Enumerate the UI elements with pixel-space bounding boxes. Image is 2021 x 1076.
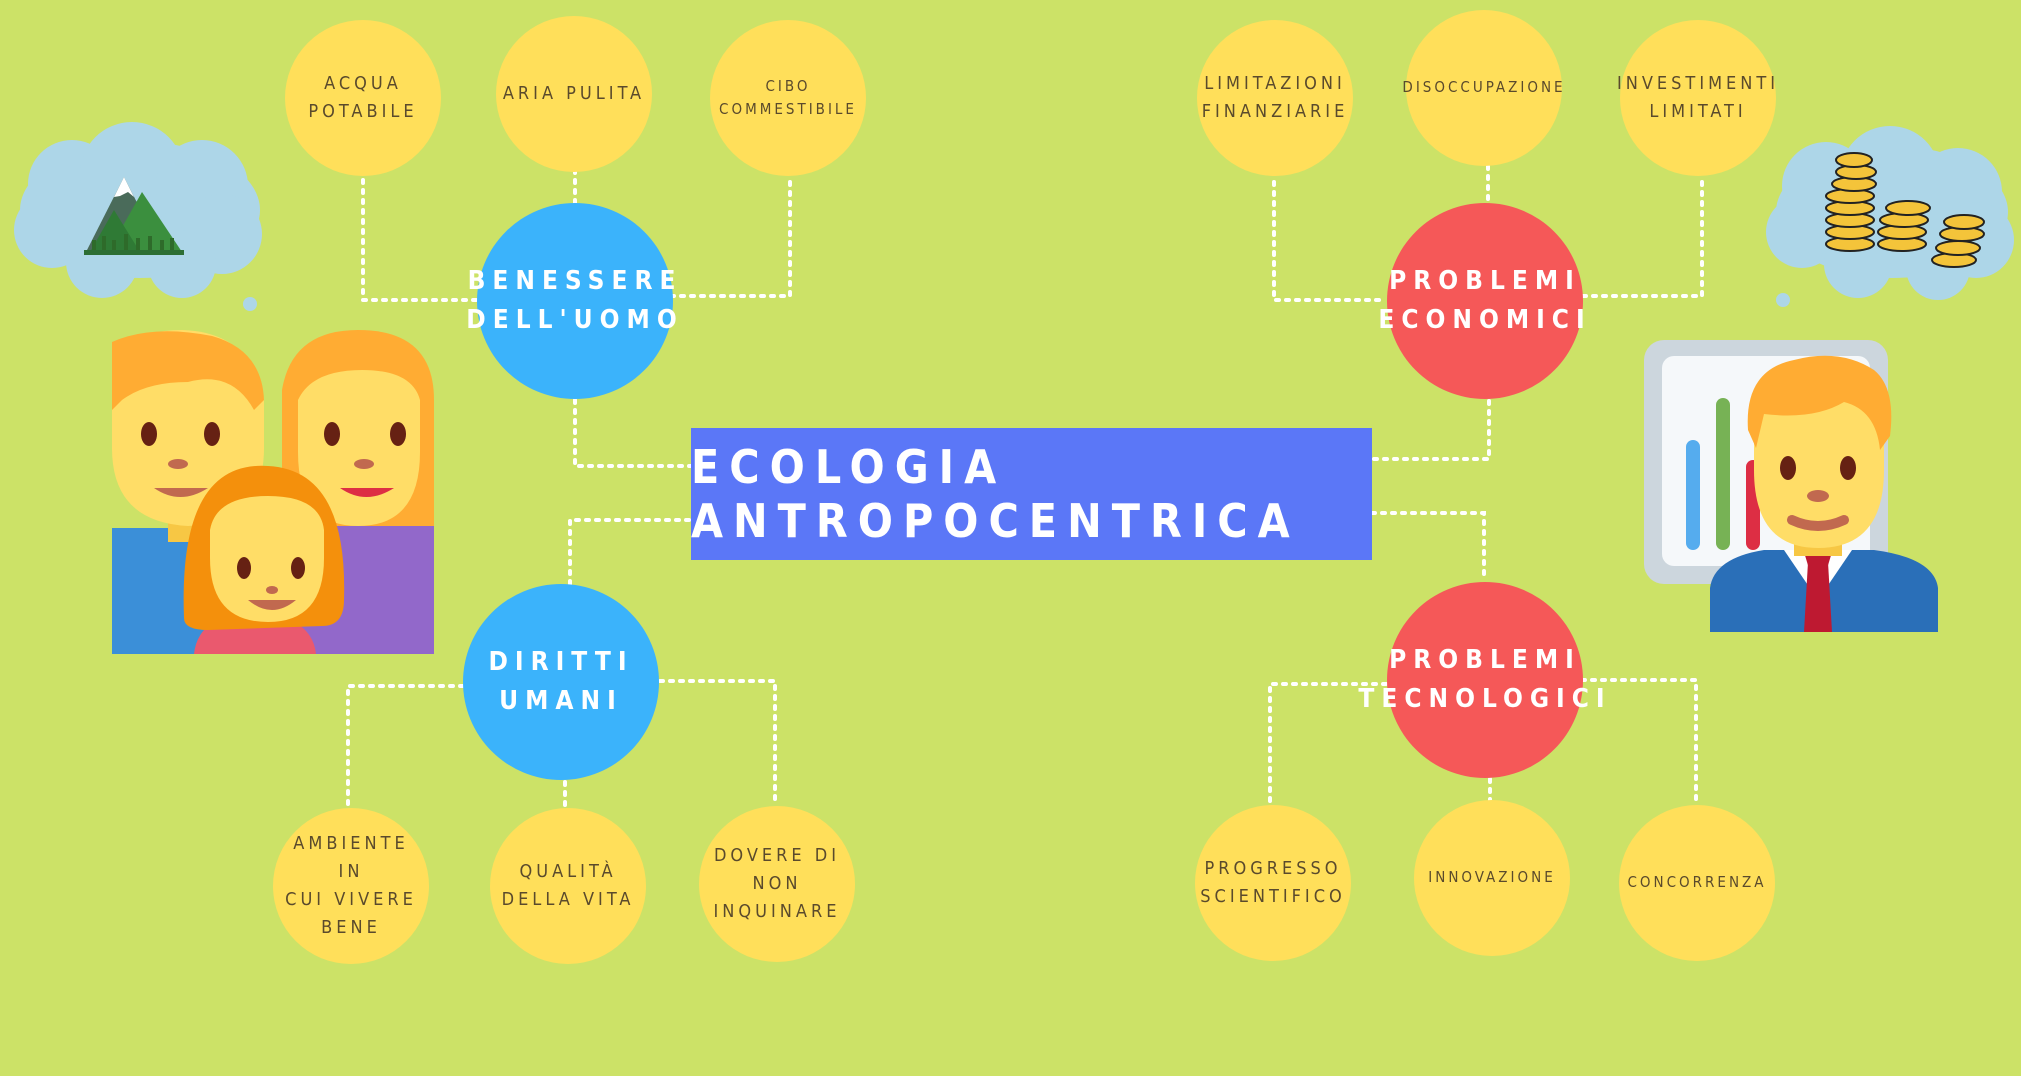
central-title: ECOLOGIA ANTROPOCENTRICA	[691, 428, 1372, 560]
connector-economici-title	[1370, 399, 1491, 461]
leaf-qualita-vita: QUALITÀ DELLA VITA	[490, 808, 646, 964]
connector-benessere-acqua	[361, 178, 482, 302]
leaf-dovere-non-inquinare: DOVERE DI NON INQUINARE	[699, 806, 855, 962]
connector-benessere-cibo	[670, 180, 792, 298]
leaf-cibo-commestibile: CIBO COMMESTIBILE	[710, 20, 866, 176]
leaf-acqua-potabile: ACQUA POTABILE	[285, 20, 441, 176]
leaf-aria-pulita: ARIA PULITA	[496, 16, 652, 172]
leaf-disoccupazione: DISOCCUPAZIONE	[1402, 10, 1563, 166]
hub-problemi-tecnologici: PROBLEMI TECNOLOGICI	[1358, 582, 1605, 778]
coins-thought-icon	[1766, 126, 2014, 307]
mountain-thought-icon	[14, 122, 262, 311]
connector-benessere-title	[573, 398, 693, 468]
hub-benessere: BENESSERE DELL'UOMO	[466, 203, 677, 399]
connector-economici-limitazioni	[1272, 180, 1388, 302]
family-icon	[112, 330, 434, 654]
leaf-concorrenza: CONCORRENZA	[1619, 805, 1775, 961]
businessman-chart-icon	[1644, 340, 1938, 632]
leaf-innovazione: INNOVAZIONE	[1414, 800, 1570, 956]
leaf-progresso-scientifico: PROGRESSO SCIENTIFICO	[1195, 805, 1351, 961]
connector-diritti-title	[568, 518, 693, 586]
connector-economici-investimenti	[1580, 180, 1704, 298]
connector-diritti-dovere	[658, 679, 777, 808]
connector-tecnologici-concorrenza	[1580, 678, 1698, 807]
connector-tecnologici-progresso	[1268, 682, 1388, 807]
hub-diritti-umani: DIRITTI UMANI	[463, 584, 659, 780]
hub-problemi-economici: PROBLEMI ECONOMICI	[1378, 203, 1585, 399]
leaf-investimenti-limitati: INVESTIMENTI LIMITATI	[1617, 20, 1776, 176]
connector-tecnologici-title	[1370, 511, 1486, 582]
connector-diritti-ambiente	[346, 684, 465, 810]
leaf-ambiente: AMBIENTE IN CUI VIVERE BENE	[273, 808, 429, 964]
leaf-limitazioni-finanziarie: LIMITAZIONI FINANZIARIE	[1197, 20, 1353, 176]
